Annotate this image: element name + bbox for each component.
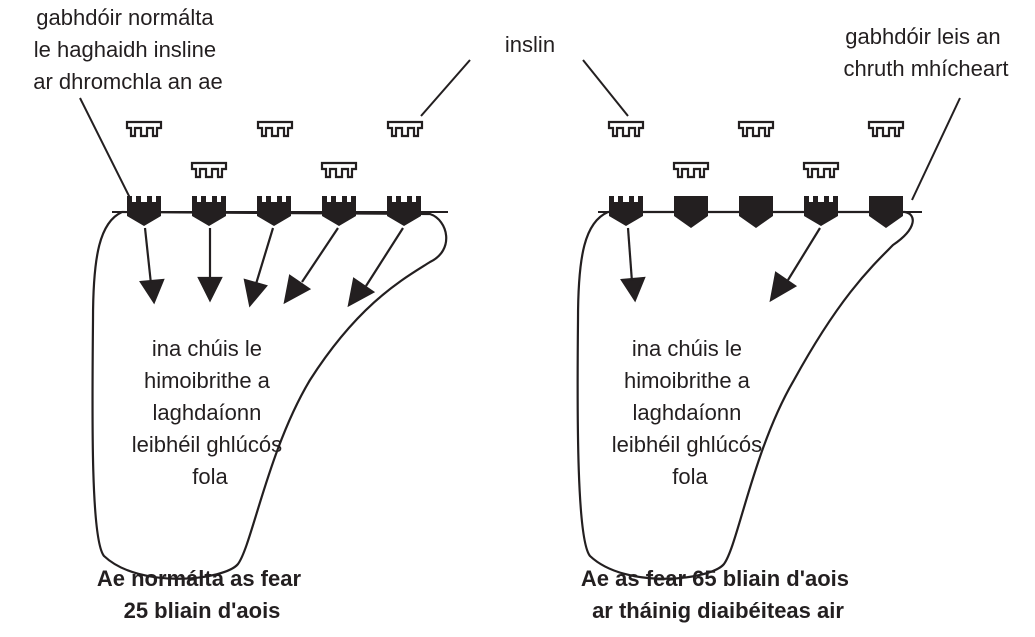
effect-text-line: fola	[672, 464, 708, 489]
effect-text-line: laghdaíonn	[632, 400, 741, 425]
insulin-callout-line-right	[583, 60, 628, 116]
receptor-callout-line-right	[912, 98, 960, 200]
receptor-normal-2	[804, 196, 838, 226]
effect-text-line: leibhéil ghlúcós	[612, 432, 762, 457]
receptor-label-left-line: ar dhromchla an ae	[33, 69, 223, 94]
receptor-label-right-line: gabhdóir leis an	[845, 24, 1000, 49]
receptor-normal-1	[609, 196, 643, 226]
signal-arrows-left	[141, 228, 403, 305]
insulin-molecule	[258, 122, 292, 136]
receptor-normal-4	[322, 196, 356, 226]
effect-text-line: leibhéil ghlúcós	[132, 432, 282, 457]
caption-left-line: 25 bliain d'aois	[124, 598, 281, 623]
caption-right-line: Ae as fear 65 bliain d'aois	[581, 566, 849, 591]
receptor-label-right: gabhdóir leis an chruth mhícheart	[843, 24, 1008, 81]
receptor-label-right-line: chruth mhícheart	[843, 56, 1008, 81]
caption-left: Ae normálta as fear 25 bliain d'aois	[97, 566, 307, 623]
receptor-label-left-line: gabhdóir normálta	[36, 5, 214, 30]
insulin-molecule	[322, 163, 356, 177]
liver-outline-right	[578, 212, 913, 579]
insulin-molecule	[388, 122, 422, 136]
liver-outline-left	[92, 212, 446, 579]
insulin-molecule	[609, 122, 643, 136]
caption-left-line: Ae normálta as fear	[97, 566, 302, 591]
effect-text-line: himoibrithe a	[624, 368, 751, 393]
receptor-misshapen-1	[674, 196, 708, 228]
insulin-callout-line-left	[421, 60, 470, 116]
receptor-misshapen-3	[869, 196, 903, 228]
insulin-molecule	[192, 163, 226, 177]
receptor-normal-1	[127, 196, 161, 226]
receptor-normal-3	[257, 196, 291, 226]
signal-arrows-right	[622, 228, 820, 300]
insulin-label-group: inslin	[421, 32, 628, 116]
insulin-molecule	[804, 163, 838, 177]
insulin-molecule	[869, 122, 903, 136]
effect-text-line: fola	[192, 464, 228, 489]
left-panel: gabhdóir normálta le haghaidh insline ar…	[33, 5, 448, 623]
insulin-molecule	[127, 122, 161, 136]
receptor-normal-2	[192, 196, 226, 226]
receptor-normal-5	[387, 196, 421, 226]
receptor-label-left: gabhdóir normálta le haghaidh insline ar…	[33, 5, 223, 94]
effect-text-line: laghdaíonn	[152, 400, 261, 425]
caption-right: Ae as fear 65 bliain d'aois ar tháinig d…	[581, 566, 855, 623]
effect-text-line: ina chúis le	[632, 336, 742, 361]
receptor-misshapen-2	[739, 196, 773, 228]
effect-text-line: ina chúis le	[152, 336, 262, 361]
effect-text-line: himoibrithe a	[144, 368, 271, 393]
receptor-label-left-line: le haghaidh insline	[34, 37, 216, 62]
insulin-molecule	[739, 122, 773, 136]
caption-right-line: ar tháinig diaibéiteas air	[592, 598, 844, 623]
effect-text-left: ina chúis le himoibrithe a laghdaíonn le…	[132, 336, 289, 489]
right-panel: gabhdóir leis an chruth mhícheart ina ch…	[578, 24, 1009, 623]
insulin-molecule	[674, 163, 708, 177]
receptor-callout-line-left	[80, 98, 130, 198]
effect-text-right: ina chúis le himoibrithe a laghdaíonn le…	[612, 336, 769, 489]
insulin-label: inslin	[505, 32, 555, 57]
